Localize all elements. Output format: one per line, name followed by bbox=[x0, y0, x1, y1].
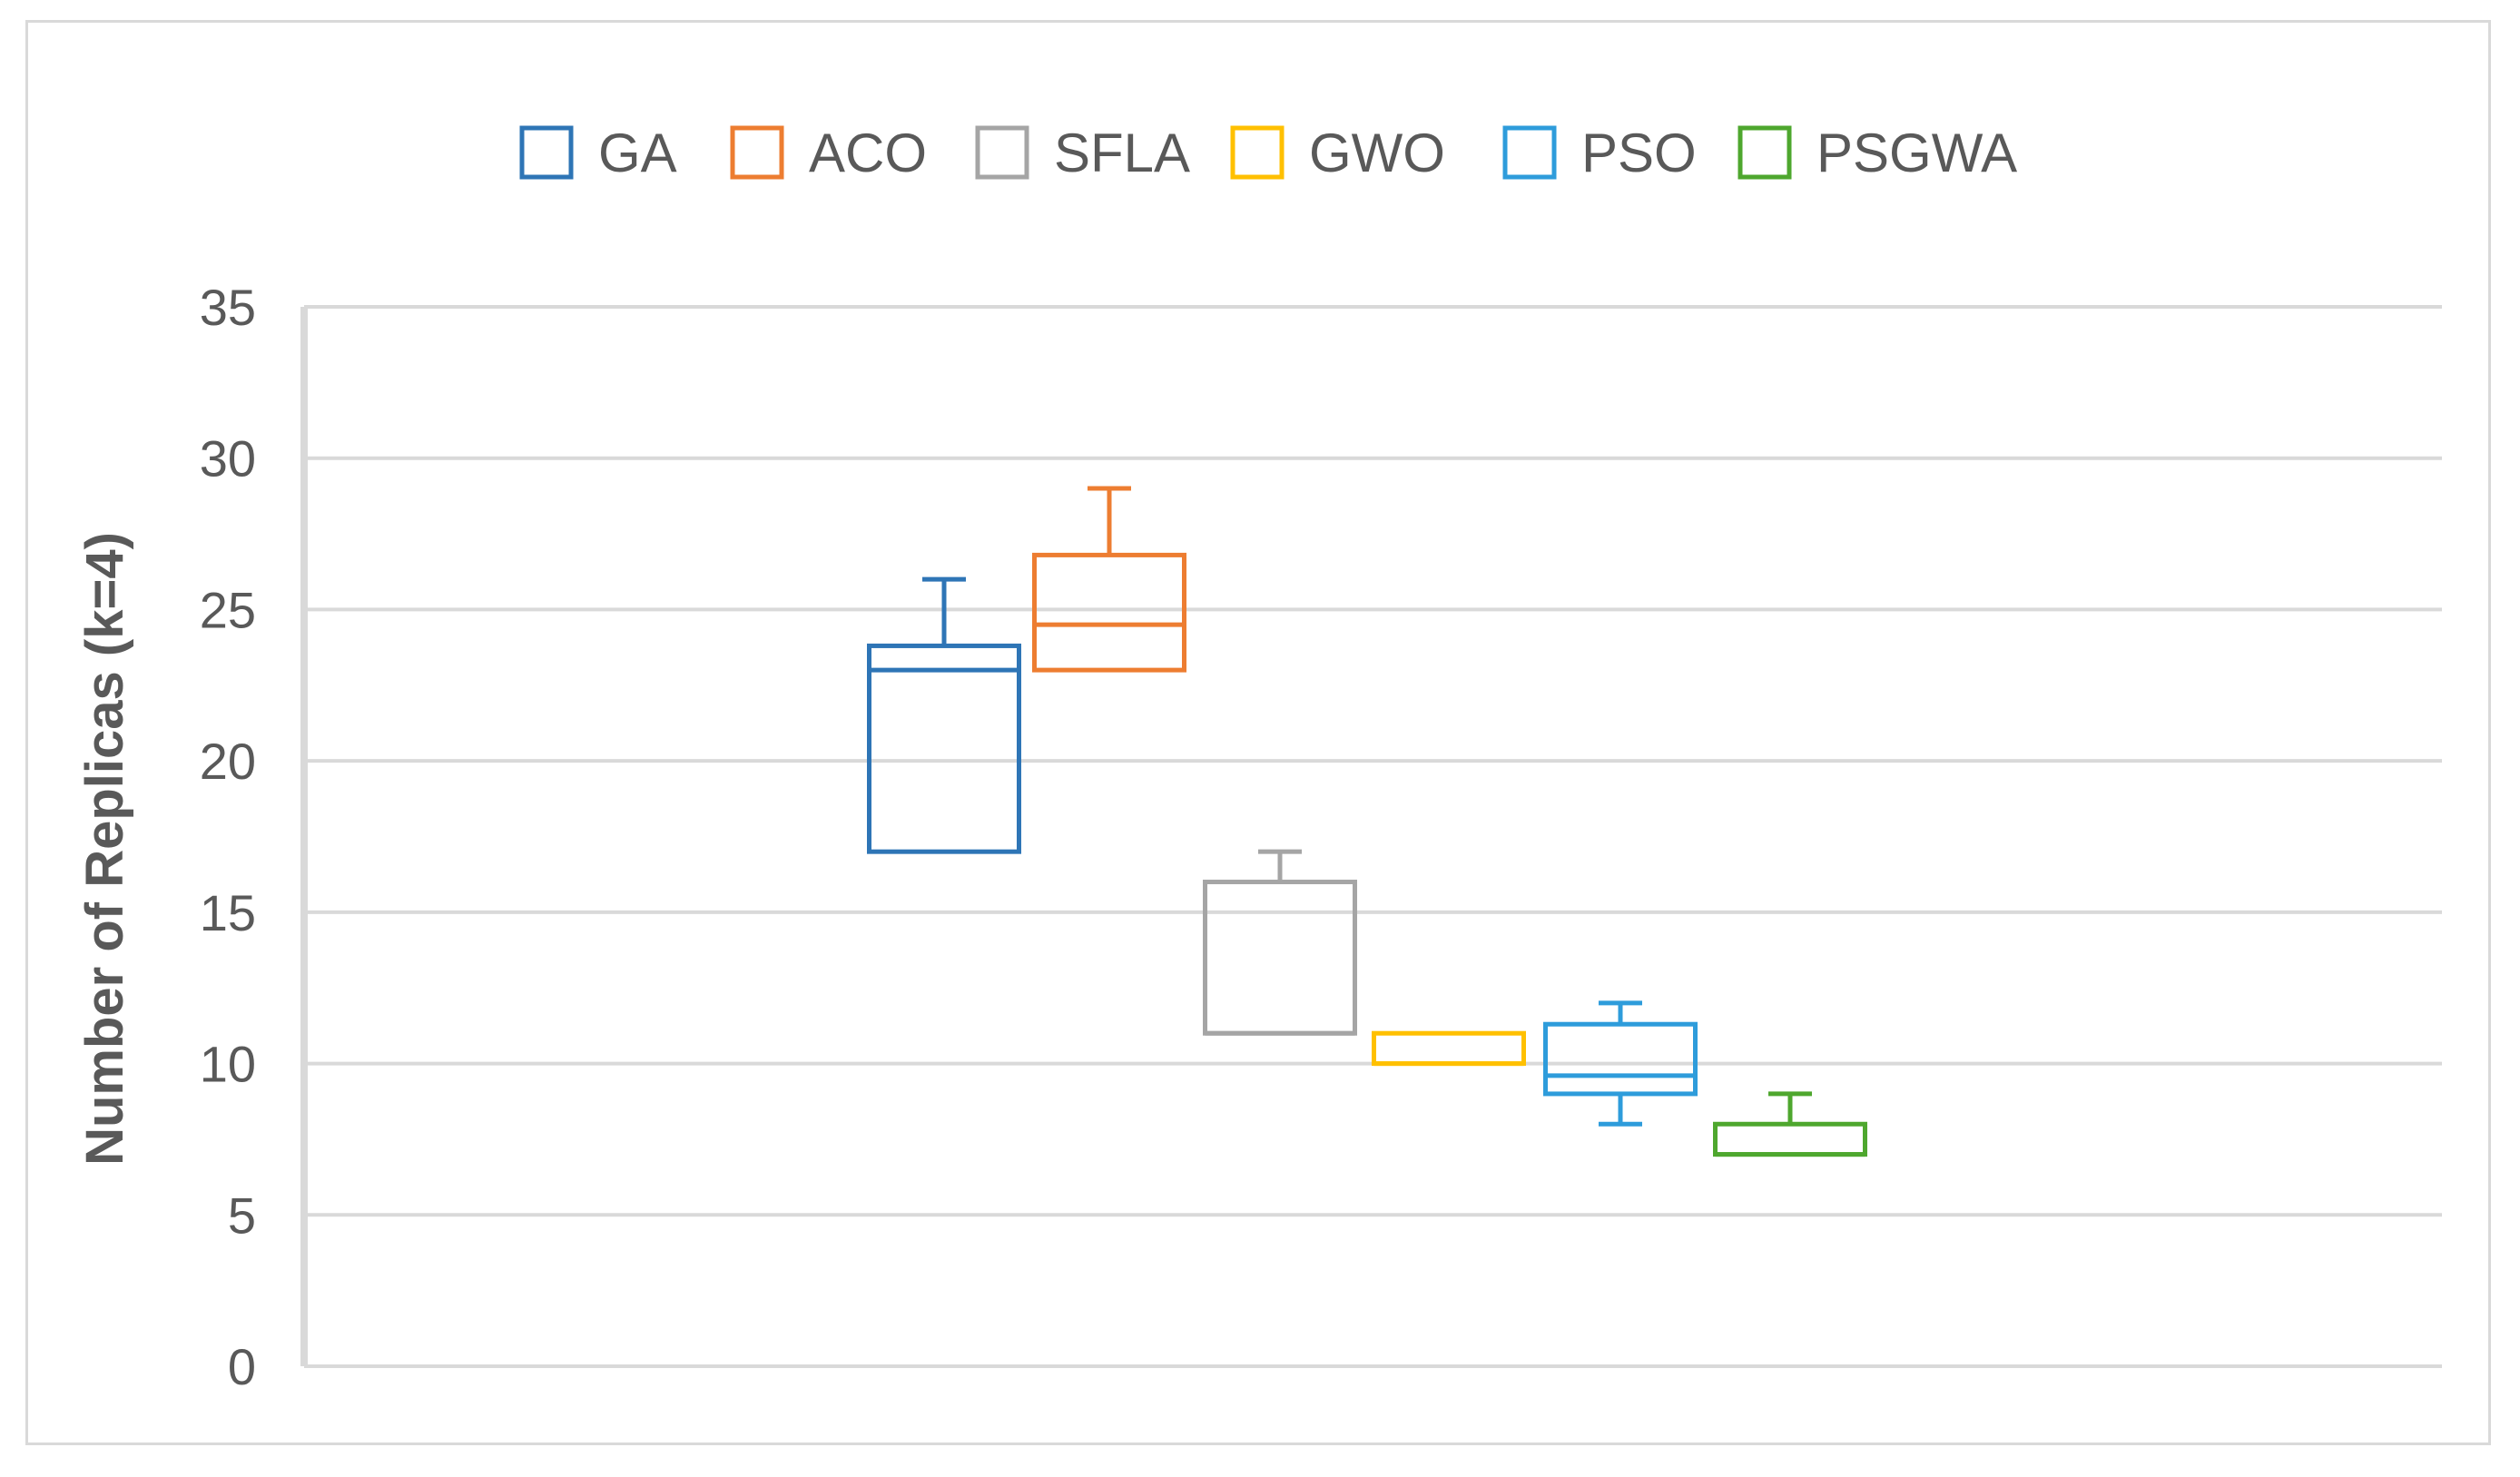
box-ga bbox=[867, 576, 1021, 854]
y-axis: 0 5 10 15 20 25 30 35 bbox=[200, 279, 308, 1395]
y-tick-label-20: 20 bbox=[200, 733, 256, 790]
iqr-box-sfla bbox=[1203, 880, 1357, 1036]
iqr-box-aco bbox=[1032, 552, 1186, 673]
legend-swatch-ga bbox=[519, 125, 574, 180]
box-pso bbox=[1543, 1000, 1698, 1127]
legend-label-ga: GA bbox=[598, 123, 677, 183]
iqr-box-pso bbox=[1543, 1021, 1698, 1097]
legend-swatch-gwo bbox=[1230, 125, 1285, 180]
y-tick-label-10: 10 bbox=[200, 1036, 256, 1093]
legend-item-pso: PSO bbox=[1502, 123, 1697, 183]
legend-item-gwo: GWO bbox=[1230, 123, 1445, 183]
box-psgwa bbox=[1713, 1091, 1867, 1157]
y-tick-label-30: 30 bbox=[200, 430, 256, 487]
y-tick-label-25: 25 bbox=[200, 581, 256, 638]
chart-frame bbox=[25, 20, 2491, 1445]
legend-swatch-aco bbox=[730, 125, 784, 180]
boxes bbox=[867, 486, 1867, 1157]
legend-swatch-psgwa bbox=[1737, 125, 1792, 180]
y-tick-label-5: 5 bbox=[228, 1187, 256, 1244]
legend-swatch-pso bbox=[1502, 125, 1557, 180]
legend-item-psgwa: PSGWA bbox=[1737, 123, 2017, 183]
legend-label-psgwa: PSGWA bbox=[1816, 123, 2017, 183]
iqr-box-psgwa bbox=[1713, 1121, 1867, 1157]
gridlines bbox=[304, 305, 2442, 1368]
legend: GA ACO SFLA GWO PSO PSGWA bbox=[519, 123, 2017, 183]
y-tick-label-15: 15 bbox=[200, 884, 256, 941]
legend-item-ga: GA bbox=[519, 123, 677, 183]
iqr-box-gwo bbox=[1372, 1030, 1526, 1067]
legend-label-gwo: GWO bbox=[1309, 123, 1445, 183]
y-tick-label-35: 35 bbox=[200, 279, 256, 336]
legend-label-pso: PSO bbox=[1581, 123, 1697, 183]
y-axis-title: Number of Replicas (k=4) bbox=[75, 532, 134, 1166]
box-aco bbox=[1032, 486, 1186, 673]
legend-swatch-sfla bbox=[975, 125, 1029, 180]
legend-label-aco: ACO bbox=[809, 123, 927, 183]
box-gwo bbox=[1372, 1030, 1526, 1067]
y-tick-label-0: 0 bbox=[228, 1338, 256, 1395]
legend-label-sfla: SFLA bbox=[1054, 123, 1190, 183]
iqr-box-ga bbox=[867, 643, 1021, 854]
box-sfla bbox=[1203, 849, 1357, 1036]
legend-item-aco: ACO bbox=[730, 123, 927, 183]
legend-item-sfla: SFLA bbox=[975, 123, 1190, 183]
